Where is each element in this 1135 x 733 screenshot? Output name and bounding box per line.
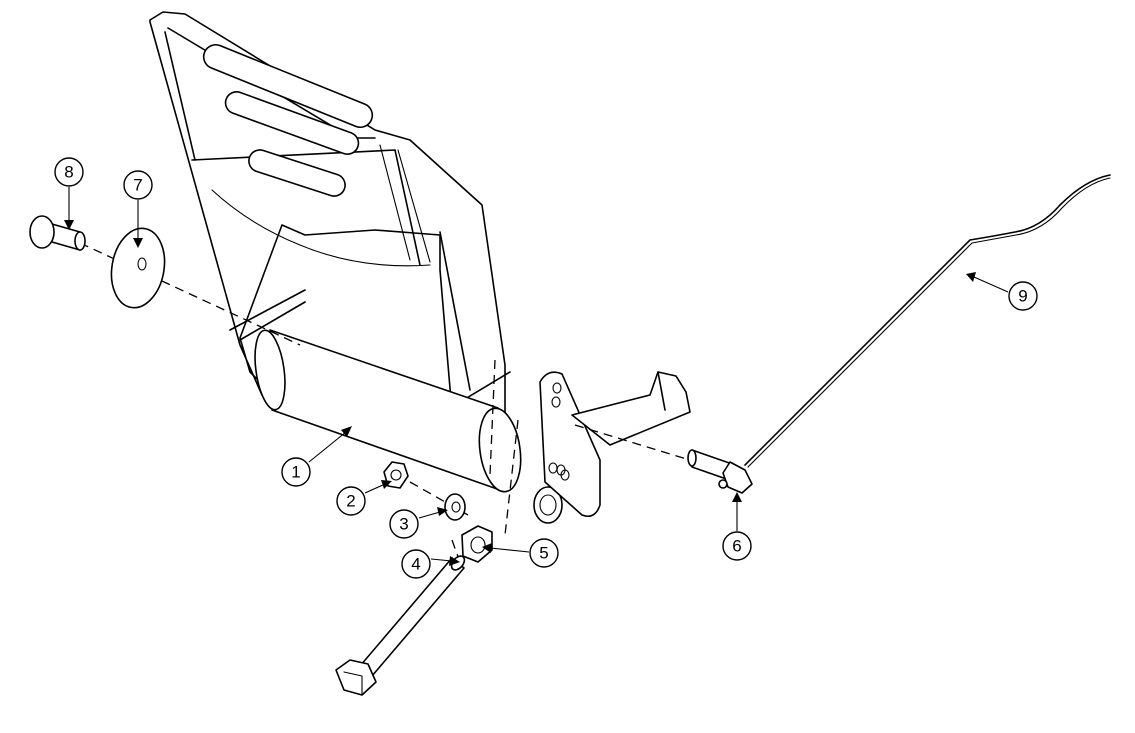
callout-balloon-8: 8 [54, 157, 84, 187]
callout-balloon-3: 3 [389, 509, 419, 539]
callout-balloon-4: 4 [401, 549, 431, 579]
assembly-center-lines [79, 242, 691, 569]
pedal-slot [224, 91, 360, 155]
callout-label: 8 [64, 163, 73, 182]
callout-balloon-5: 5 [529, 538, 559, 568]
hex-nut-part-5 [461, 525, 493, 563]
callout-label: 5 [539, 544, 548, 563]
callout-label: 6 [732, 537, 741, 556]
callout-label: 7 [133, 176, 142, 195]
pedal-slot [202, 43, 374, 129]
cable-ferrule-part-6 [687, 449, 753, 494]
flat-washer-part-7 [110, 227, 166, 309]
callout-balloon-6: 6 [722, 531, 752, 561]
callout-balloon-7: 7 [123, 170, 153, 200]
callout-leaders [64, 187, 1009, 566]
callout-label: 1 [291, 463, 300, 482]
callout-label: 4 [411, 555, 420, 574]
pedal-bracket-assembly [149, 11, 691, 524]
callout-balloon-2: 2 [336, 486, 366, 516]
callout-balloon-9: 9 [1008, 281, 1038, 311]
cable-part-9 [744, 174, 1111, 468]
washer-part-3 [444, 493, 466, 521]
callout-label: 9 [1018, 287, 1027, 306]
callout-label: 3 [399, 515, 408, 534]
hex-bolt-part-4 [335, 555, 466, 696]
clevis-pin-part-8 [29, 215, 86, 251]
callout-label: 2 [346, 492, 355, 511]
callout-balloon-1: 1 [281, 457, 311, 487]
pedal-slot [248, 149, 346, 197]
